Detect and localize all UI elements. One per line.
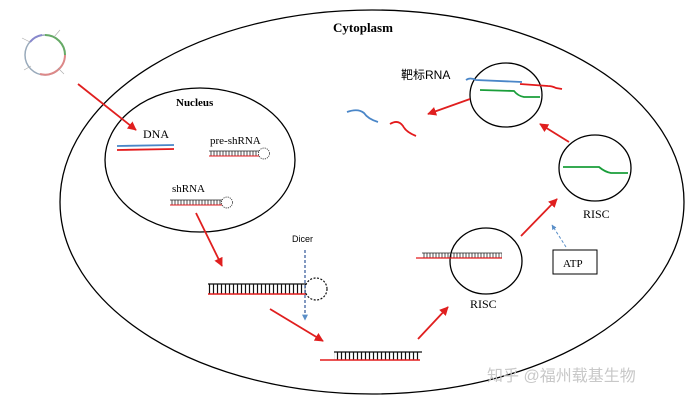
risc-complex-loading [450,228,522,294]
cleaved-fragment-red [390,122,416,136]
dna-strand-blue [117,145,174,146]
arrow-plasmid-to-dna [78,84,136,130]
cell-membrane [60,10,684,394]
target-rna-label: 靶标RNA [401,68,450,82]
target-recognition-complex [470,63,542,127]
shrna-label: shRNA [172,183,205,195]
plasmid-map-image [22,30,65,75]
risc-lower-label: RISC [470,297,497,311]
arrow-risc-to-target [540,124,569,142]
pre-shrna-hairpin [209,148,270,159]
cleaved-fragment-blue [347,110,378,122]
risc-upper-label: RISC [583,207,610,221]
arrow-risc-to-active-risc [521,199,557,236]
target-guide-strand [480,90,540,97]
pre-shrna-label: pre-shRNA [210,135,261,147]
cytoplasm-label: Cytoplasm [333,20,393,35]
nucleus-label: Nucleus [176,97,214,109]
arrow-dicer-to-sirna [270,309,323,341]
dna-strand-red [117,149,174,150]
atp-label: ATP [563,258,583,270]
atp-arrow [552,225,566,247]
arrow-shrna-to-cytoplasm [196,213,222,266]
arrow-sirna-to-risc [418,307,448,339]
dna-label: DNA [143,127,169,141]
arrow-target-to-cleavage [428,99,470,114]
nucleus-membrane [105,88,295,232]
sirna-duplex [320,352,422,360]
guide-strand [563,167,628,173]
target-rna-blue-segment [466,79,522,83]
cytoplasmic-shrna-hairpin [208,278,327,300]
watermark: 知乎 @福州载基生物 [487,367,636,385]
dicer-label: Dicer [292,234,313,244]
risc-loading-duplex [416,253,502,258]
risc-complex-active [559,135,631,201]
shrna-hairpin [170,197,233,208]
